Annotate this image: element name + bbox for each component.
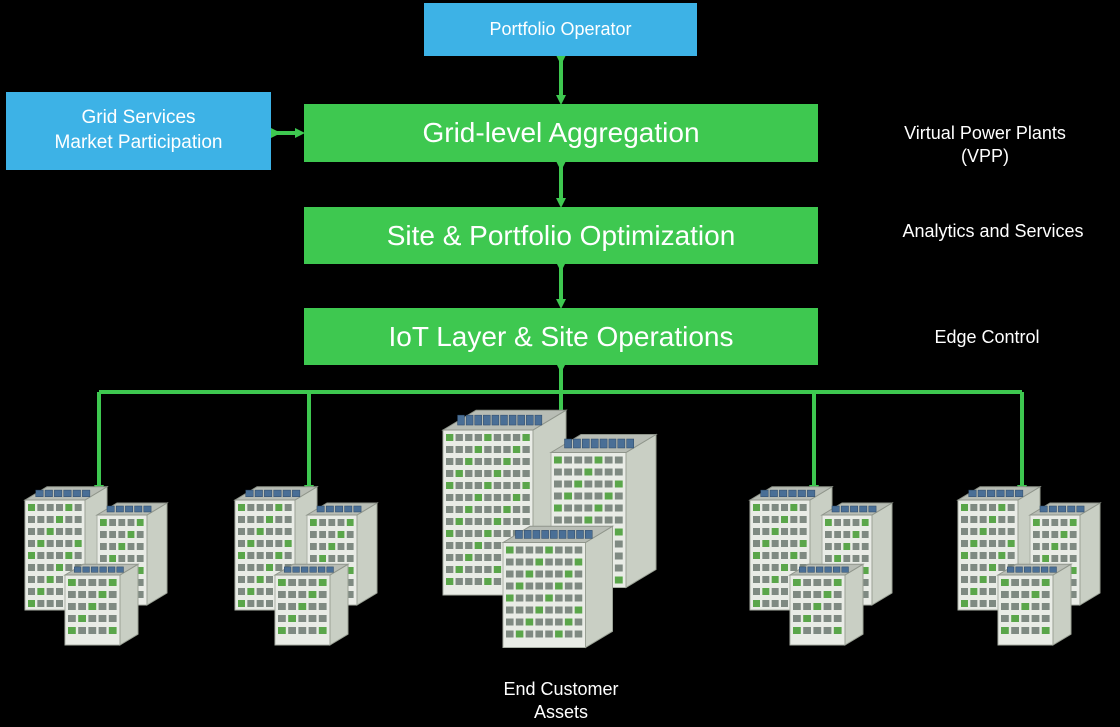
building-cluster-1 <box>23 485 169 646</box>
site-optimization-label: Site & Portfolio Optimization <box>386 219 736 251</box>
grid-services-box: Grid Services Market Participation <box>6 92 271 170</box>
building-cluster-4 <box>748 485 894 646</box>
portfolio-operator-label: Portfolio Operator <box>489 19 632 39</box>
grid-aggregation-box: Grid-level Aggregation <box>304 104 818 162</box>
edge-control-label: Edge Control <box>934 327 1040 347</box>
grid-aggregation-label: Grid-level Aggregation <box>422 117 700 148</box>
building-cluster-2 <box>233 485 379 646</box>
end-customer-assets-label: End Customer Assets <box>503 679 619 723</box>
building-cluster-center <box>441 409 658 649</box>
site-optimization-box: Site & Portfolio Optimization <box>304 207 818 264</box>
vpp-label: Virtual Power Plants (VPP) <box>904 123 1066 167</box>
iot-layer-box: IoT Layer & Site Operations <box>304 308 818 365</box>
building-cluster-5 <box>956 485 1102 646</box>
analytics-label: Analytics and Services <box>902 221 1084 241</box>
portfolio-operator-box: Portfolio Operator <box>424 3 697 56</box>
iot-layer-label: IoT Layer & Site Operations <box>388 320 734 352</box>
grid-services-label: Grid Services Market Participation <box>54 107 223 153</box>
